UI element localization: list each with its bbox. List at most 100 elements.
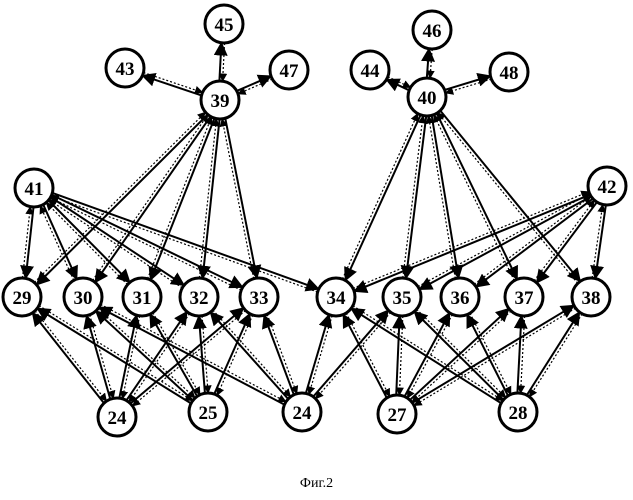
node-44: 44: [351, 51, 389, 89]
edge-n25-n32-solid: [199, 316, 205, 393]
edge-n29-n25-dotted: [39, 306, 193, 401]
edge-n28-n38-solid: [527, 312, 580, 395]
edge-n24b-n33-solid: [264, 315, 294, 394]
edge-n46-n40-dotted: [430, 49, 432, 78]
edge-n40-n38-solid: [440, 111, 580, 282]
node-36: 36: [441, 278, 479, 316]
edge-n40-n44-solid: [386, 80, 409, 91]
node-label: 47: [280, 61, 300, 82]
node-41: 41: [15, 169, 53, 207]
node-29: 29: [3, 278, 41, 316]
node-27: 27: [378, 395, 416, 433]
node-25: 25: [189, 393, 227, 431]
node-label: 42: [598, 177, 617, 198]
edge-n33-n24a-dotted: [133, 310, 246, 405]
node-label: 24: [293, 403, 313, 424]
node-label: 31: [133, 288, 152, 309]
edge-n24b-n30-solid: [99, 307, 284, 404]
node-label: 30: [74, 288, 93, 309]
edge-n39-n43-solid: [142, 76, 201, 96]
edge-n25-n29-solid: [37, 308, 191, 403]
edge-n40-n46-solid: [427, 49, 429, 78]
edge-n32-n25-dotted: [202, 316, 208, 393]
edge-n42-n34-solid: [354, 195, 590, 292]
edge-n33-n39-dotted: [222, 119, 254, 279]
edge-n27-n35-solid: [396, 316, 399, 395]
node-label: 28: [509, 403, 528, 424]
edge-n30-n41-dotted: [40, 206, 73, 280]
edge-n39-n33-solid: [225, 118, 257, 278]
edge-n41-n34-solid: [52, 193, 318, 289]
edge-n41-n32-solid: [51, 197, 184, 285]
node-45: 45: [205, 5, 243, 43]
node-35: 35: [383, 278, 421, 316]
node-label: 39: [211, 91, 230, 112]
edge-n40-n48-solid: [445, 76, 491, 90]
edge-n45-n39-dotted: [223, 43, 225, 81]
node-label: 25: [199, 403, 218, 424]
edge-n39-n45-solid: [219, 43, 221, 81]
edge-n43-n39-dotted: [144, 73, 203, 93]
node-38: 38: [572, 278, 610, 316]
node-label: 33: [250, 288, 269, 309]
node-46: 46: [413, 11, 451, 49]
edge-n47-n39-dotted: [238, 79, 272, 94]
node-label: 43: [116, 59, 135, 80]
node-47: 47: [270, 51, 308, 89]
edge-n34-n42-dotted: [353, 192, 589, 289]
node-label: 29: [13, 288, 32, 309]
edge-n32-n39-dotted: [199, 119, 216, 278]
edge-n36-n42-dotted: [474, 196, 591, 284]
node-24: 24: [98, 398, 136, 436]
node-label: 44: [361, 61, 381, 82]
edge-n42-n36-solid: [476, 199, 593, 287]
figure-caption: Фиг.2: [0, 476, 633, 492]
edge-n39-n47-solid: [237, 76, 271, 91]
node-label: 41: [25, 179, 44, 200]
edge-n27-n38-solid: [412, 305, 573, 402]
node-label: 34: [327, 288, 347, 309]
node-43: 43: [106, 49, 144, 87]
node-label: 37: [515, 288, 535, 309]
node-40: 40: [408, 78, 446, 116]
edge-n30-n39-dotted: [93, 115, 208, 281]
edge-n24b-n35-solid: [313, 310, 388, 396]
edge-n34-n28-dotted: [353, 306, 503, 401]
node-label: 36: [451, 288, 470, 309]
node-label: 48: [500, 63, 519, 84]
node-34: 34: [317, 278, 355, 316]
edge-n34-n27-dotted: [346, 313, 389, 396]
edge-n29-n24a-dotted: [35, 311, 106, 401]
node-label: 40: [418, 88, 437, 109]
node-37: 37: [505, 278, 543, 316]
node-label: 27: [388, 405, 408, 426]
node-label: 46: [423, 21, 442, 42]
edge-n32-n41-dotted: [49, 200, 182, 288]
edge-n36-n40-dotted: [429, 116, 456, 279]
edge-n33-n41-dotted: [50, 198, 241, 290]
edge-layer: [22, 43, 605, 406]
edge-n34-n24b-dotted: [309, 316, 332, 395]
node-42: 42: [588, 167, 626, 205]
node-label: 45: [215, 15, 234, 36]
node-31: 31: [123, 278, 161, 316]
edge-n34-n40-dotted: [342, 114, 417, 279]
edge-n30-n24a-dotted: [90, 315, 114, 398]
node-39: 39: [201, 81, 239, 119]
node-32: 32: [180, 278, 218, 316]
node-label: 38: [582, 288, 601, 309]
node-24: 24: [283, 393, 321, 431]
node-48: 48: [490, 53, 528, 91]
node-33: 33: [240, 278, 278, 316]
edge-n48-n40-dotted: [446, 79, 492, 93]
edge-n37-n42-dotted: [534, 200, 594, 281]
edge-n31-n25-dotted: [153, 313, 200, 395]
node-28: 28: [499, 393, 537, 431]
edge-n40-n37-solid: [437, 113, 517, 279]
edge-n25-n33-solid: [214, 314, 250, 394]
node-label: 24: [108, 408, 128, 429]
edge-n24a-n33-solid: [130, 308, 243, 403]
edge-n35-n42-dotted: [418, 194, 590, 287]
node-label: 35: [393, 288, 412, 309]
